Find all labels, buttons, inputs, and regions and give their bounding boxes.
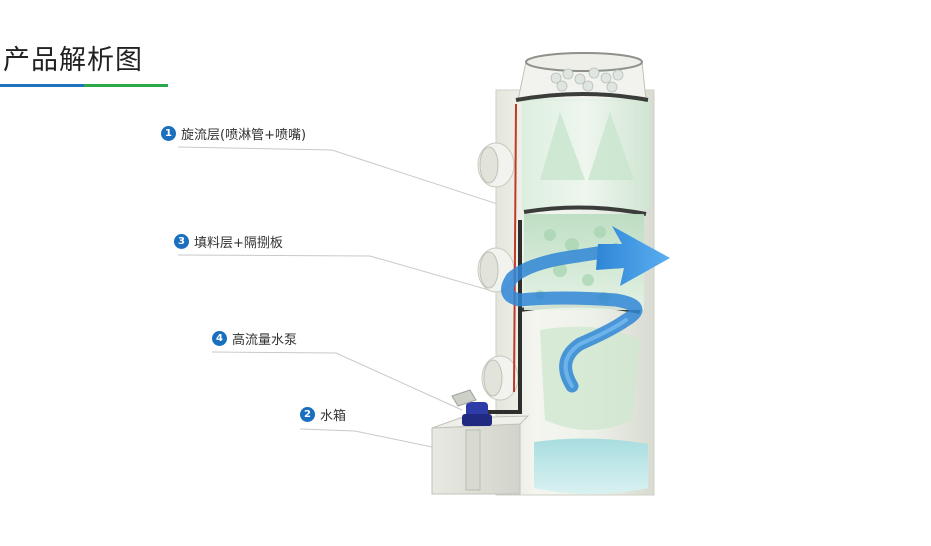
pump [451, 389, 492, 426]
airflow-arrow-head [596, 226, 670, 286]
callout-badge: 1 [161, 126, 176, 141]
leader-lines [177, 146, 525, 448]
callout-packing-layer: 3 填料层+隔捌板 [174, 232, 283, 251]
leader-line-3 [177, 254, 525, 301]
title-underline [0, 84, 168, 87]
callout-swirl-layer: 1 旋流层(喷淋管+喷嘴) [161, 124, 306, 143]
callout-text: 旋流层(喷淋管+喷嘴) [181, 128, 307, 143]
callout-badge: 2 [300, 407, 315, 422]
demister-balls [550, 67, 624, 93]
tank-pipe [465, 429, 481, 491]
page-title: 产品解析图 [3, 45, 143, 76]
leader-line-2 [299, 428, 433, 448]
tower-top-rim [525, 52, 643, 72]
leader-line-1 [177, 146, 523, 213]
callout-pump: 4 高流量水泵 [212, 329, 297, 348]
leader-line-4 [211, 351, 463, 411]
callout-water-tank: 2 水箱 [300, 405, 346, 424]
airflow-swirl-arrow [501, 226, 670, 393]
callout-text: 水箱 [320, 409, 347, 424]
title-underline-green [84, 84, 168, 87]
band-ring-2 [523, 205, 647, 216]
red-supply-line [513, 103, 517, 393]
title-underline-blue [0, 84, 84, 87]
callout-badge: 4 [212, 331, 227, 346]
band-ring-1 [515, 92, 649, 102]
spray-cones [540, 112, 634, 180]
spray-section [522, 98, 650, 210]
callout-badge: 3 [174, 234, 189, 249]
callout-text: 填料层+隔捌板 [194, 236, 283, 251]
callout-text: 高流量水泵 [232, 333, 298, 348]
water-section [534, 438, 648, 494]
